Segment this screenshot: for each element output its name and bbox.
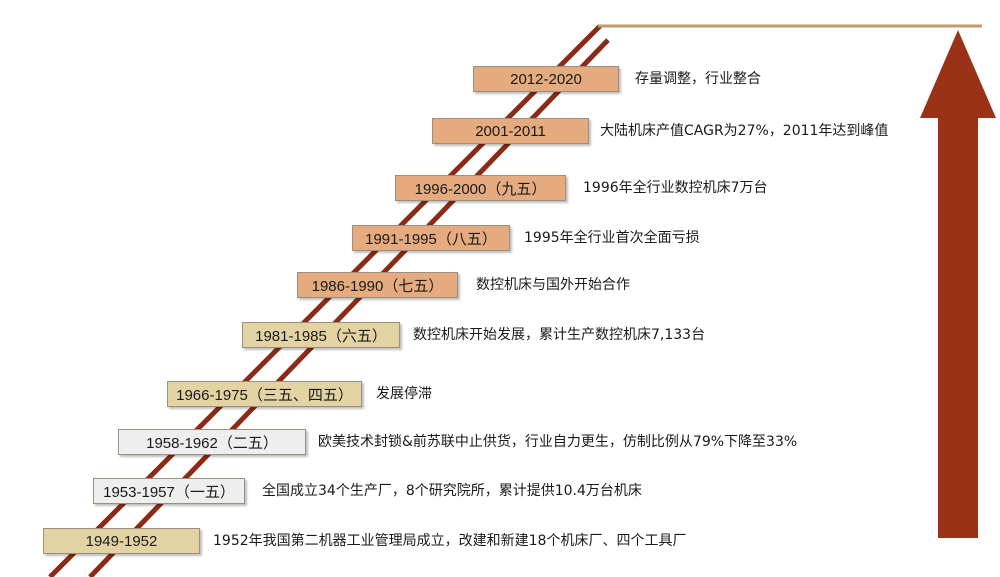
stage-period-box: 1996-2000（九五） bbox=[395, 175, 566, 201]
up-arrow bbox=[920, 30, 996, 538]
stage-period-box: 1981-1985（六五） bbox=[242, 322, 400, 348]
stage-description: 大陆机床产值CAGR为27%，2011年达到峰值 bbox=[600, 123, 889, 139]
stage-description: 数控机床开始发展，累计生产数控机床7,133台 bbox=[413, 327, 706, 343]
stage-period-box: 1953-1957（一五） bbox=[93, 478, 245, 504]
stage-period-box: 1958-1962（二五） bbox=[118, 429, 306, 455]
stage-period-box: 1986-1990（七五） bbox=[297, 272, 458, 298]
stage-description: 欧美技术封锁&前苏联中止供货，行业自力更生，仿制比例从79%下降至33% bbox=[318, 434, 798, 450]
stage-description: 存量调整，行业整合 bbox=[635, 71, 761, 87]
stage-period-box: 2012-2020 bbox=[473, 66, 619, 92]
stage-description: 1952年我国第二机器工业管理局成立，改建和新建18个机床厂、四个工具厂 bbox=[213, 533, 687, 549]
stage-period-box: 2001-2011 bbox=[432, 118, 589, 144]
stage-period-box: 1966-1975（三五、四五） bbox=[167, 381, 362, 407]
stage-description: 发展停滞 bbox=[376, 386, 432, 402]
stage-period-box: 1991-1995（八五） bbox=[352, 225, 510, 251]
stage-description: 1995年全行业首次全面亏损 bbox=[524, 230, 700, 246]
stage-description: 1996年全行业数控机床7万台 bbox=[583, 180, 768, 196]
stage-description: 数控机床与国外开始合作 bbox=[476, 277, 630, 293]
stage-description: 全国成立34个生产厂，8个研究院所，累计提供10.4万台机床 bbox=[262, 483, 642, 499]
stage-period-box: 1949-1952 bbox=[43, 528, 200, 554]
